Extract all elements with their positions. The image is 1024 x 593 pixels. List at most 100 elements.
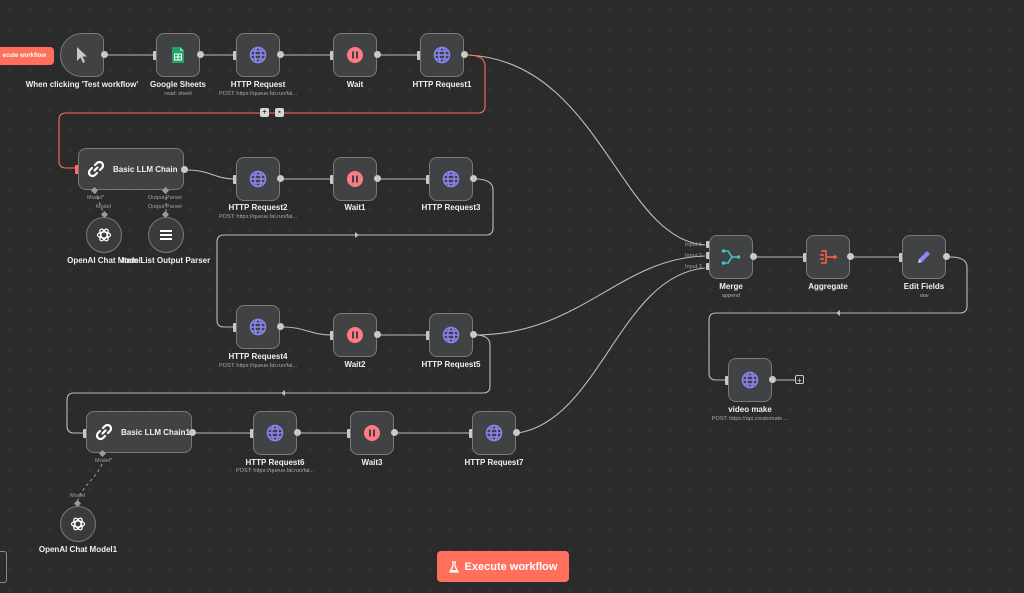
node-http1-label: HTTP Request1 bbox=[412, 80, 472, 89]
execute-workflow-button[interactable]: Execute workflow bbox=[437, 551, 569, 582]
port-http6-in[interactable] bbox=[250, 429, 254, 438]
node-http4-label: HTTP Request4 bbox=[228, 352, 288, 361]
node-http6-label: HTTP Request6 bbox=[245, 458, 305, 467]
node-http-request4[interactable] bbox=[236, 305, 280, 349]
node-wait[interactable] bbox=[333, 33, 377, 77]
port-http7-out[interactable] bbox=[513, 429, 520, 436]
node-openai-chat-model[interactable] bbox=[86, 217, 122, 253]
merge-input1-label: Input 1 bbox=[685, 242, 702, 248]
node-basic-llm-chain1[interactable]: Basic LLM Chain1 bbox=[86, 411, 192, 453]
edge-llm-openai bbox=[94, 190, 106, 218]
port-http5-in[interactable] bbox=[426, 331, 430, 340]
node-aggregate[interactable] bbox=[806, 235, 850, 279]
port-wait2-out[interactable] bbox=[374, 331, 381, 338]
port-merge-in3[interactable] bbox=[706, 263, 710, 270]
edge-http5-merge bbox=[474, 255, 706, 336]
globe-icon bbox=[266, 424, 284, 442]
execute-top-label: ecute workflow bbox=[2, 53, 46, 59]
port-http4-out[interactable] bbox=[277, 323, 284, 330]
node-basic-llm-chain[interactable]: Basic LLM Chain bbox=[78, 148, 184, 190]
aggregate-icon bbox=[820, 250, 837, 264]
node-video-make[interactable] bbox=[728, 358, 772, 402]
pause-icon bbox=[347, 327, 363, 343]
port-http-in[interactable] bbox=[233, 51, 237, 60]
node-openai-chat-model1[interactable] bbox=[60, 506, 96, 542]
node-http-request6[interactable] bbox=[253, 411, 297, 455]
port-http6-out[interactable] bbox=[294, 429, 301, 436]
node-wait2[interactable] bbox=[333, 313, 377, 357]
openai1-port-label: Model bbox=[70, 493, 85, 499]
openai-logo-icon bbox=[70, 517, 86, 531]
node-item-list-parser[interactable] bbox=[148, 217, 184, 253]
port-llm1-out[interactable] bbox=[189, 429, 196, 436]
node-http-request[interactable] bbox=[236, 33, 280, 77]
port-merge-in1[interactable] bbox=[706, 241, 710, 248]
merge-icon bbox=[721, 249, 741, 265]
node-http4-sub: POST: https://queue.fal.run/fal... bbox=[219, 363, 297, 369]
node-merge-label: Merge bbox=[719, 282, 743, 291]
port-videomake-out[interactable] bbox=[769, 376, 776, 383]
node-http-request2[interactable] bbox=[236, 157, 280, 201]
edge-http7-merge bbox=[517, 267, 706, 434]
port-http7-in[interactable] bbox=[469, 429, 473, 438]
port-sheets-in[interactable] bbox=[153, 51, 157, 60]
port-http1-in[interactable] bbox=[417, 51, 421, 60]
port-llm-out[interactable] bbox=[181, 166, 188, 173]
node-merge[interactable] bbox=[709, 235, 753, 279]
globe-icon bbox=[741, 371, 759, 389]
openai-port-label: Model bbox=[96, 204, 111, 210]
list-icon bbox=[160, 230, 172, 240]
node-http-request5[interactable] bbox=[429, 313, 473, 357]
node-editfields-sub: raw bbox=[919, 293, 929, 299]
port-wait-in[interactable] bbox=[330, 51, 334, 60]
port-wait3-out[interactable] bbox=[391, 429, 398, 436]
port-http-out[interactable] bbox=[277, 51, 284, 58]
node-trigger-label: When clicking 'Test workflow' bbox=[25, 80, 139, 89]
port-http1-out[interactable] bbox=[461, 51, 468, 58]
port-http2-in[interactable] bbox=[233, 175, 237, 184]
port-merge-out[interactable] bbox=[750, 253, 757, 260]
port-http4-in[interactable] bbox=[233, 323, 237, 332]
execute-workflow-button-top[interactable]: ecute workflow bbox=[0, 47, 54, 65]
port-llm-in[interactable] bbox=[75, 165, 79, 174]
node-editfields-label: Edit Fields bbox=[903, 282, 945, 291]
add-node-button[interactable]: + bbox=[795, 375, 804, 385]
port-http5-out[interactable] bbox=[470, 331, 477, 338]
node-google-sheets[interactable] bbox=[156, 33, 200, 77]
add-node-on-edge-button[interactable]: + bbox=[260, 108, 269, 117]
port-http3-in[interactable] bbox=[426, 175, 430, 184]
node-videomake-sub: POST: https://api.creatomate.... bbox=[711, 416, 789, 422]
port-wait1-in[interactable] bbox=[330, 175, 334, 184]
port-videomake-in[interactable] bbox=[725, 376, 729, 385]
videomake-add-connector bbox=[776, 379, 796, 381]
port-merge-in2[interactable] bbox=[706, 252, 710, 259]
port-llm1-in[interactable] bbox=[83, 429, 87, 438]
port-wait1-out[interactable] bbox=[374, 175, 381, 182]
port-aggregate-out[interactable] bbox=[847, 253, 854, 260]
port-http2-out[interactable] bbox=[277, 175, 284, 182]
port-trigger-out[interactable] bbox=[101, 51, 108, 58]
port-editfields-in[interactable] bbox=[899, 253, 903, 262]
globe-icon bbox=[249, 170, 267, 188]
node-http-request7[interactable] bbox=[472, 411, 516, 455]
node-http-sub: POST: https://queue.fal.run/fal... bbox=[219, 91, 297, 97]
port-wait-out[interactable] bbox=[374, 51, 381, 58]
llm1-port-model-label: Model* bbox=[95, 458, 113, 464]
port-wait2-in[interactable] bbox=[330, 331, 334, 340]
delete-edge-button[interactable]: ▪ bbox=[275, 108, 284, 117]
port-http3-out[interactable] bbox=[470, 175, 477, 182]
port-sheets-out[interactable] bbox=[197, 51, 204, 58]
llm-port-model-label: Model* bbox=[87, 195, 105, 201]
node-wait1[interactable] bbox=[333, 157, 377, 201]
node-wait3[interactable] bbox=[350, 411, 394, 455]
node-http-request3[interactable] bbox=[429, 157, 473, 201]
node-edit-fields[interactable] bbox=[902, 235, 946, 279]
port-aggregate-in[interactable] bbox=[803, 253, 807, 262]
node-http-request1[interactable] bbox=[420, 33, 464, 77]
port-wait3-in[interactable] bbox=[347, 429, 351, 438]
zoom-controls-panel[interactable] bbox=[0, 551, 7, 583]
node-trigger[interactable] bbox=[60, 33, 104, 77]
port-editfields-out[interactable] bbox=[943, 253, 950, 260]
node-http2-sub: POST: https://queue.fal.run/fal... bbox=[219, 214, 297, 220]
edge-http4-wait2 bbox=[282, 326, 333, 336]
